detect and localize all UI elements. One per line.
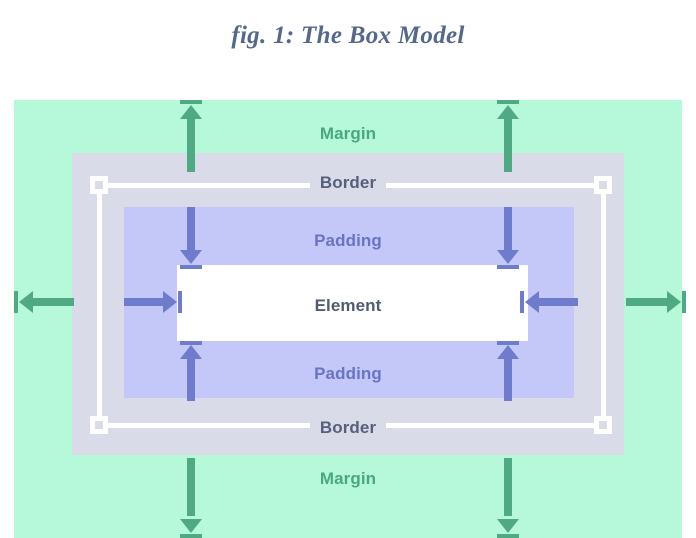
border-label-top: Border: [0, 173, 696, 193]
margin-label-bottom-text: Margin: [319, 469, 377, 488]
element-label-text: Element: [314, 296, 382, 315]
margin-arrow-bottom-left: [178, 458, 204, 538]
border-label-bottom-text: Border: [309, 418, 387, 438]
border-handle-bottom-left[interactable]: [90, 416, 108, 434]
border-label-top-text: Border: [309, 173, 387, 193]
padding-arrow-top-right: [495, 207, 521, 269]
margin-arrow-top-right: [495, 100, 521, 172]
margin-arrow-right: [626, 289, 686, 315]
margin-label-top-text: Margin: [319, 124, 377, 143]
border-label-bottom: Border: [0, 418, 696, 438]
margin-label-bottom: Margin: [0, 469, 696, 489]
margin-arrow-bottom-right: [495, 458, 521, 538]
figure-title: fig. 1: The Box Model: [231, 22, 465, 49]
padding-arrow-bottom-left: [178, 341, 204, 401]
padding-arrow-bottom-right: [495, 341, 521, 401]
element-region: [177, 265, 528, 341]
element-label: Element: [0, 296, 696, 316]
padding-label-top-text: Padding: [314, 231, 382, 250]
border-handle-top-left[interactable]: [90, 176, 108, 194]
padding-arrow-top-left: [178, 207, 204, 269]
padding-label-bottom-text: Padding: [314, 364, 382, 383]
padding-arrow-left: [124, 289, 182, 315]
padding-label-top: Padding: [0, 231, 696, 251]
border-handle-top-right[interactable]: [594, 176, 612, 194]
border-guide-line-right: [601, 183, 606, 428]
border-handle-bottom-right[interactable]: [594, 416, 612, 434]
margin-arrow-left: [14, 289, 74, 315]
padding-arrow-right: [520, 289, 578, 315]
padding-label-bottom: Padding: [0, 364, 696, 384]
margin-arrow-top-left: [178, 100, 204, 172]
border-guide-line-left: [97, 183, 102, 428]
margin-label-top: Margin: [0, 124, 696, 144]
